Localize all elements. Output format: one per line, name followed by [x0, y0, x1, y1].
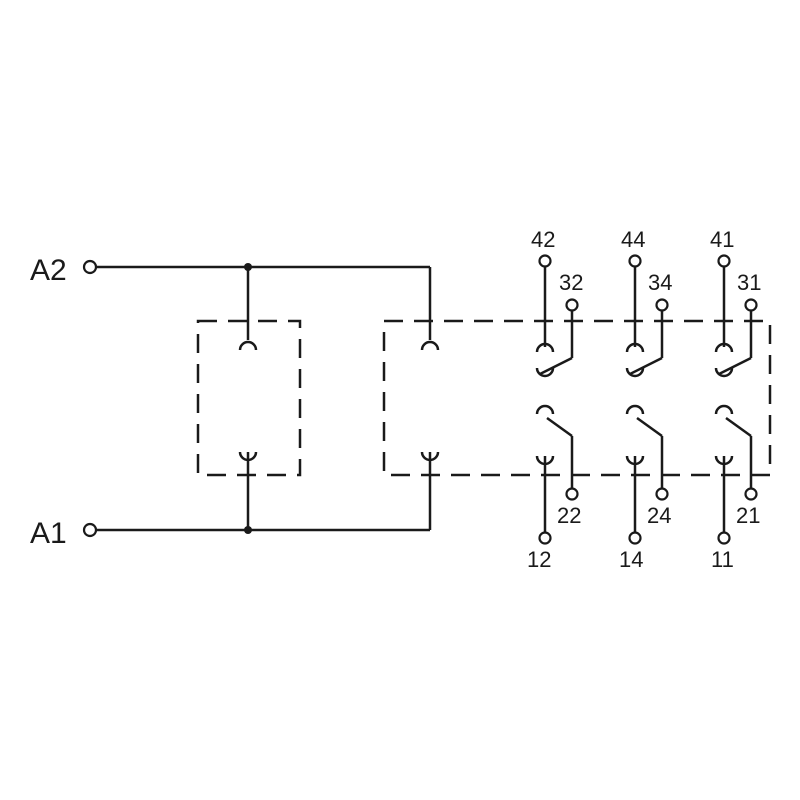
terminal-14 [628, 531, 642, 545]
socket-arc-42 [535, 342, 555, 353]
label-a2: A2 [30, 254, 67, 287]
terminal-31 [744, 298, 758, 312]
socket-arc-upper-common-col3 [714, 367, 734, 378]
terminal-24 [655, 487, 669, 501]
label-terminal-42: 42 [531, 227, 555, 252]
socket-arc-coil1-top [238, 340, 258, 351]
socket-arc-lower-common-col3 [714, 404, 734, 415]
label-terminal-34: 34 [648, 270, 672, 295]
label-terminal-24: 24 [647, 503, 671, 528]
blade-lower-24 [636, 416, 663, 438]
terminal-41 [717, 254, 731, 268]
label-terminal-22: 22 [557, 503, 581, 528]
label-terminal-31: 31 [737, 270, 761, 295]
socket-arc-lower-common-col1 [535, 404, 555, 415]
terminal-34 [655, 298, 669, 312]
terminal-42 [538, 254, 552, 268]
terminal-11 [717, 531, 731, 545]
blade-lower-21 [725, 416, 752, 438]
label-terminal-41: 41 [710, 227, 734, 252]
blade-lower-22 [546, 416, 573, 438]
label-terminal-44: 44 [621, 227, 645, 252]
coil-circuit [82, 259, 440, 538]
terminal-a1 [82, 522, 98, 538]
socket-arc-44 [625, 342, 645, 353]
labels: A2 A1 42 32 22 12 44 34 24 14 41 31 21 1… [30, 227, 761, 572]
label-terminal-32: 32 [559, 270, 583, 295]
terminal-a2 [82, 259, 98, 275]
socket-arc-upper-common-col2 [625, 367, 645, 378]
module-outline-left [196, 319, 302, 477]
socket-arc-coil2-top [420, 340, 440, 351]
module-outline-right [382, 319, 772, 477]
terminal-22 [565, 487, 579, 501]
contact-columns [535, 254, 758, 545]
label-terminal-11: 11 [711, 547, 734, 572]
blade-upper-34 [629, 356, 663, 376]
blade-upper-31 [718, 356, 752, 376]
label-terminal-21: 21 [736, 503, 760, 528]
socket-arc-41 [714, 342, 734, 353]
terminal-12 [538, 531, 552, 545]
socket-arc-upper-common-col1 [535, 367, 555, 378]
label-a1: A1 [30, 517, 67, 550]
socket-arc-lower-common-col2 [625, 404, 645, 415]
label-terminal-14: 14 [619, 547, 643, 572]
terminal-21 [744, 487, 758, 501]
terminal-44 [628, 254, 642, 268]
blade-upper-32 [539, 356, 573, 376]
label-terminal-12: 12 [527, 547, 551, 572]
terminal-32 [565, 298, 579, 312]
